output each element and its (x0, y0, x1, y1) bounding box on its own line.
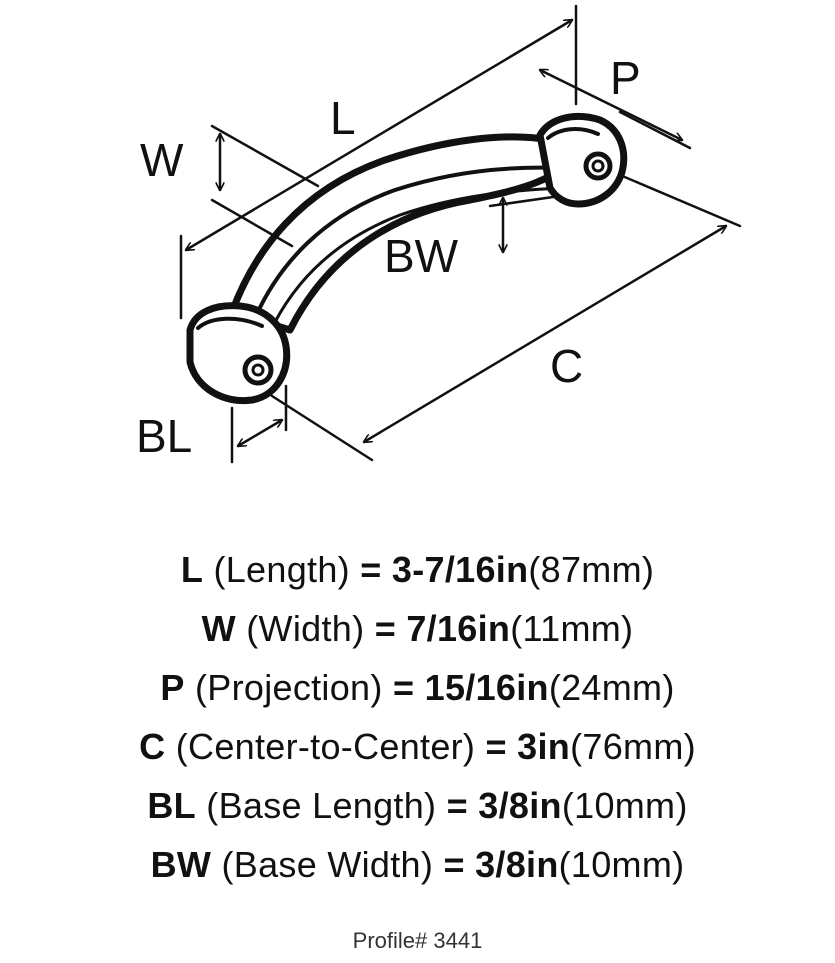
spec-equals: = (392, 667, 415, 708)
spec-name: (Projection) (195, 667, 383, 708)
spec-equals: = (446, 785, 468, 826)
bl-dimension-arrow (238, 420, 282, 446)
p-dimension-arrow (540, 70, 682, 140)
c-dimension-arrow (364, 226, 726, 442)
spec-imperial: 15/16in (424, 667, 549, 708)
label-bw: BW (384, 230, 459, 282)
dimension-lines (179, 4, 742, 464)
profile-number: Profile# 3441 (352, 928, 483, 953)
spec-metric: (10mm) (561, 785, 688, 826)
dimension-spec-list: L (Length) = 3-7/16in(87mm) W (Width) = … (0, 540, 835, 894)
p-extension (618, 110, 692, 150)
spec-imperial: 7/16in (406, 608, 511, 649)
spec-name: (Length) (213, 549, 350, 590)
spec-name: (Center-to-Center) (175, 726, 476, 767)
spec-metric: (87mm) (528, 549, 655, 590)
spec-name: (Base Length) (206, 785, 437, 826)
spec-metric: (24mm) (548, 667, 675, 708)
l-dimension-arrow (186, 20, 572, 250)
spec-metric: (76mm) (570, 726, 696, 767)
label-p: P (610, 52, 641, 104)
spec-imperial: 3-7/16in (391, 549, 529, 590)
spec-code: C (139, 726, 166, 767)
spec-metric: (11mm) (510, 608, 634, 649)
spec-equals: = (360, 549, 382, 590)
spec-code: W (201, 608, 236, 649)
spec-metric: (10mm) (558, 844, 685, 885)
handle-dimension-diagram: L W P BW C BL (136, 4, 742, 464)
w-extension-bottom (210, 198, 294, 248)
label-w: W (140, 134, 184, 186)
label-l: L (330, 92, 356, 144)
c-extension-right (618, 173, 742, 228)
spec-imperial: 3/8in (475, 844, 559, 885)
left-screw-hole-inner (251, 363, 265, 377)
spec-equals: = (485, 726, 507, 767)
spec-center-to-center: C (Center-to-Center) = 3in(76mm) (0, 717, 835, 776)
bw-extension-top (488, 194, 562, 208)
label-c: C (550, 340, 583, 392)
c-extension-left (270, 394, 374, 462)
left-base-top (196, 316, 264, 330)
spec-imperial: 3in (517, 726, 571, 767)
spec-base-length: BL (Base Length) = 3/8in(10mm) (0, 776, 835, 835)
spec-length: L (Length) = 3-7/16in(87mm) (0, 540, 835, 599)
spec-imperial: 3/8in (478, 785, 562, 826)
right-screw-hole-inner (591, 159, 605, 173)
spec-equals: = (443, 844, 465, 885)
spec-width: W (Width) = 7/16in(11mm) (0, 599, 835, 658)
spec-code: BL (147, 785, 196, 826)
spec-name: (Width) (246, 608, 365, 649)
spec-code: P (160, 667, 185, 708)
spec-name: (Base Width) (221, 844, 434, 885)
spec-equals: = (374, 608, 397, 649)
spec-base-width: BW (Base Width) = 3/8in(10mm) (0, 835, 835, 894)
w-extension-top (210, 124, 320, 188)
spec-projection: P (Projection) = 15/16in(24mm) (0, 658, 835, 717)
spec-code: BW (150, 844, 212, 885)
spec-code: L (180, 549, 204, 590)
label-bl: BL (136, 410, 192, 462)
